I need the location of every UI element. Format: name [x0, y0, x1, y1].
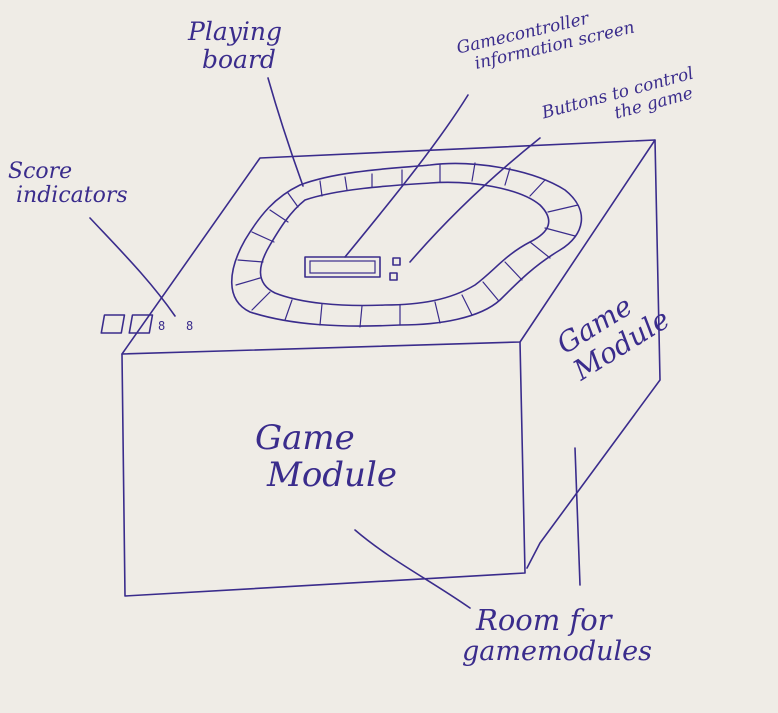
board-track-segments [235, 162, 579, 328]
score-indicator-2 [128, 314, 154, 334]
playing-board [230, 162, 583, 328]
box-side-face [526, 139, 661, 569]
control-button-1 [392, 257, 401, 266]
score-indicators: 8 8 [100, 314, 193, 334]
pointer-room [354, 529, 471, 609]
label-score-indicators: Score indicators [8, 159, 128, 209]
box-front-face [121, 341, 526, 597]
label-room-for-gamemodules: Room for gamemodules [462, 603, 652, 667]
pointer-buttons [409, 137, 541, 263]
game-box [121, 139, 661, 597]
board-inner-track [259, 181, 550, 307]
score-indicator-1 [100, 314, 126, 334]
label-room-line2: gamemodules [462, 635, 652, 667]
pointer-playing-board [267, 77, 304, 187]
label-room-line1: Room for [476, 603, 612, 637]
label-playing-board-line2: board [202, 44, 276, 74]
room-for-gamemodules-gap [574, 447, 581, 586]
pointer-score [89, 217, 176, 317]
board-outer-track [230, 162, 583, 327]
pointer-lines [89, 77, 541, 609]
svg-text:8: 8 [186, 319, 193, 333]
label-score-line1: Score [8, 159, 73, 184]
label-playing-board-line1: Playing [188, 17, 282, 46]
label-playing-board: Playing board [188, 18, 282, 73]
label-front-module-line1: Game [255, 418, 355, 458]
information-screen [304, 256, 381, 278]
svg-text:8: 8 [158, 319, 165, 333]
label-score-line2: indicators [16, 183, 128, 209]
control-button-2 [389, 272, 398, 281]
information-screen-inner [309, 260, 376, 274]
label-front-game-module: Game Module [255, 418, 397, 496]
pointer-gamecontroller [344, 94, 469, 258]
label-front-module-line2: Module [267, 455, 397, 496]
